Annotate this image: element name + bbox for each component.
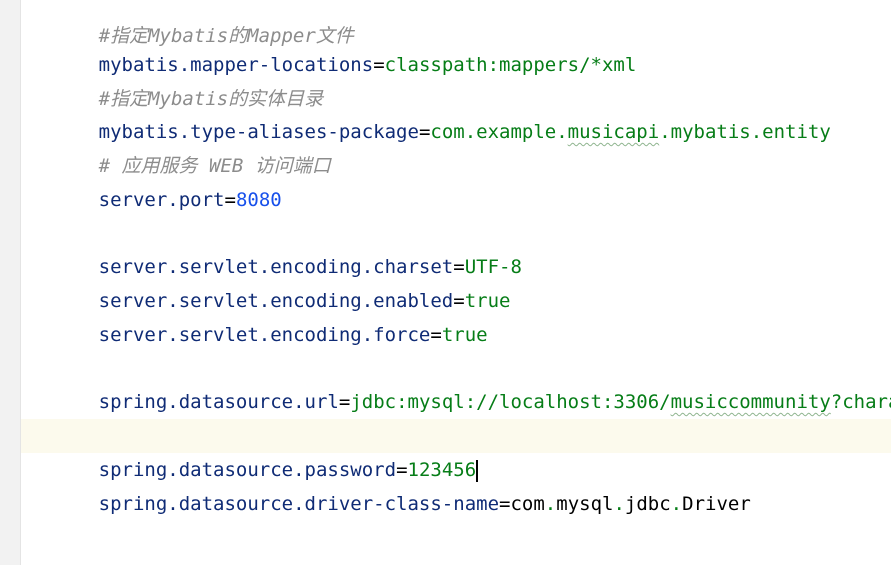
equals-sign: = [430, 324, 442, 346]
code-line-mapper-locations[interactable]: mybatis.mapper-locations=classpath:mappe… [21, 14, 891, 76]
property-value-part: Driver [682, 493, 751, 515]
property-key: server.servlet.encoding.force [98, 324, 431, 346]
code-line-encoding-enabled[interactable]: server.servlet.encoding.enabled=true [21, 250, 891, 312]
property-key: server.servlet.encoding.charset [98, 256, 454, 278]
editor-gutter[interactable] [0, 0, 21, 565]
spellcheck-word: musiccommunity [670, 391, 831, 413]
code-line-empty[interactable] [21, 318, 891, 352]
equals-sign: = [453, 256, 465, 278]
equals-sign: = [499, 493, 511, 515]
property-value: true [464, 290, 511, 312]
property-value: 123456 [407, 459, 477, 481]
code-line-datasource-url[interactable]: spring.datasource.url=jdbc:mysql://local… [21, 351, 891, 413]
code-line-datasource-username[interactable]: spring.datasource.username=root [21, 385, 891, 447]
code-line-encoding-force[interactable]: server.servlet.encoding.force=true [21, 284, 891, 346]
property-key: mybatis.type-aliases-package [98, 121, 419, 143]
property-value: classpath:mappers/*xml [384, 54, 637, 76]
comment-text: #指定Mybatis的实体目录 [98, 88, 324, 110]
property-value: 8080 [235, 189, 282, 211]
property-value: ?characterEncoding=utf-8 [830, 391, 891, 413]
equals-sign: = [373, 54, 385, 76]
equals-sign: = [396, 459, 408, 481]
property-value: UTF-8 [464, 256, 522, 278]
code-line-datasource-password[interactable]: spring.datasource.password=123456 [21, 419, 891, 482]
code-area[interactable]: #指定Mybatis的Mapper文件 mybatis.mapper-locat… [21, 0, 891, 565]
code-line-comment-port[interactable]: # 应用服务 WEB 访问端口 [21, 115, 891, 177]
code-line-server-port[interactable]: server.port=8080 [21, 149, 891, 211]
equals-sign: = [224, 189, 236, 211]
equals-sign: = [338, 391, 351, 413]
code-line-comment-mapper[interactable]: #指定Mybatis的Mapper文件 [21, 0, 891, 47]
property-value-part: mysql [556, 493, 614, 515]
equals-sign: = [453, 290, 465, 312]
spellcheck-word: musicapi [567, 121, 660, 143]
code-line-driver-class-name[interactable]: spring.datasource.driver-class-name=com.… [21, 453, 891, 515]
property-value-dot: . [613, 493, 625, 515]
code-line-comment-entity[interactable]: #指定Mybatis的实体目录 [21, 48, 891, 110]
property-value: com.example. [430, 121, 568, 143]
property-value-part: jdbc [624, 493, 671, 515]
property-value-dot: . [670, 493, 683, 515]
property-value: jdbc:mysql://localhost:3306/ [350, 391, 671, 413]
property-value: true [441, 324, 488, 346]
property-key: spring.datasource.url [98, 391, 339, 413]
property-key: server.servlet.encoding.enabled [98, 290, 454, 312]
code-line-encoding-charset[interactable]: server.servlet.encoding.charset=UTF-8 [21, 216, 891, 278]
equals-sign: = [418, 121, 431, 143]
property-key: server.port [98, 189, 225, 211]
property-key: spring.datasource.password [98, 459, 397, 481]
code-line-empty[interactable] [21, 183, 891, 217]
property-key: spring.datasource.driver-class-name [98, 493, 500, 515]
property-value-dot: . [544, 493, 557, 515]
text-caret [476, 459, 479, 482]
property-value: .mybatis.entity [659, 121, 831, 143]
comment-text: # 应用服务 WEB 访问端口 [98, 155, 331, 177]
property-value-part: com [510, 493, 545, 515]
comment-text: #指定Mybatis的Mapper文件 [98, 25, 354, 47]
property-key: mybatis.mapper-locations [98, 54, 374, 76]
code-line-type-aliases[interactable]: mybatis.type-aliases-package=com.example… [21, 81, 891, 143]
